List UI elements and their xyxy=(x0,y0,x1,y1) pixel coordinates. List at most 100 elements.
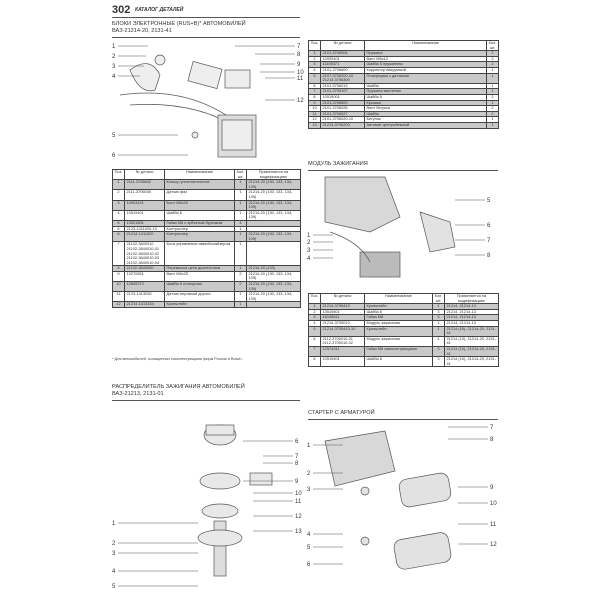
column-header: Кол. шт. xyxy=(234,168,247,181)
section-title-blocks: БЛОКИ ЭЛЕКТРОННЫЕ (RUS+B)* АВТОМОБИЛЕЙ В… xyxy=(112,21,246,35)
name-cell: Блок управления иммобилайзером xyxy=(164,241,235,267)
title-line: РАСПРЕДЕЛИТЕЛЬ ЗАЖИГАНИЯ АВТОМОБИЛЕЙ xyxy=(112,384,245,390)
callout-number: 4 xyxy=(112,74,116,80)
callout-number: 6 xyxy=(487,223,491,229)
part-number-cell: 12574311 xyxy=(320,345,365,358)
callout-number: 11 xyxy=(297,76,304,82)
name-cell: Гайка М6 самоконтрящаяся xyxy=(364,345,433,358)
callout-number: 7 xyxy=(295,454,299,460)
callout-number: 12 xyxy=(297,98,304,104)
part-number-cell: 10519401 xyxy=(124,209,165,221)
callout-number: 2 xyxy=(307,240,311,246)
callout-number: 3 xyxy=(307,487,311,493)
callout-number: 10 xyxy=(297,70,304,76)
quantity-cell: 1 xyxy=(234,291,247,303)
callout-number: 3 xyxy=(112,551,116,557)
running-title: КАТАЛОГ ДЕТАЛЕЙ xyxy=(135,7,184,13)
title-line: ВАЗ-21213, 2131-01 xyxy=(112,391,164,397)
quantity-cell: 1 xyxy=(486,72,499,84)
quantity-cell: 1 xyxy=(234,231,247,243)
callout-number: 5 xyxy=(112,133,116,139)
position-cell: 11 xyxy=(112,291,125,303)
quantity-cell: 2 xyxy=(234,281,247,293)
name-cell: Контроллер xyxy=(164,231,235,243)
applicability-cell: 21214-20 (130, 133, 134, 139) xyxy=(246,189,301,201)
callout-number: 1 xyxy=(307,233,311,239)
name-cell: Кольцо уплотнительное xyxy=(164,179,235,191)
divider xyxy=(112,37,300,38)
applicability-cell: 21214 (10), 21214-20, 2131-41 xyxy=(444,335,499,347)
callout-number: 5 xyxy=(487,198,491,204)
column-header: Поз. xyxy=(308,39,321,52)
position-cell: 6 xyxy=(112,231,125,243)
divider xyxy=(112,400,300,401)
name-cell: Винт М6х25 xyxy=(164,270,235,283)
name-cell: Шайба 6 xyxy=(164,209,235,221)
quantity-cell: 1 xyxy=(486,99,499,107)
part-number-cell: 21214-1411020 xyxy=(124,231,165,243)
position-cell: 4 xyxy=(112,209,125,221)
column-header: Кол. шт. xyxy=(432,292,445,305)
column-header: Поз. xyxy=(112,168,125,181)
callout-number: 4 xyxy=(307,532,311,538)
applicability-cell: 21214-20 (130, 133, 134, 139) xyxy=(246,281,301,293)
quantity-cell: 1 xyxy=(234,301,247,308)
quantity-cell: 1 xyxy=(234,179,247,191)
position-cell: 8 xyxy=(308,356,321,368)
name-cell: Кронштейн xyxy=(164,301,235,308)
quantity-cell: 1 xyxy=(432,325,445,337)
quantity-cell: 3 xyxy=(432,356,445,368)
callout-number: 1 xyxy=(112,521,116,527)
callout-number: 12 xyxy=(295,514,302,520)
title-line: ВАЗ-21214-20, 2131-41 xyxy=(112,28,172,34)
callout-number: 11 xyxy=(295,499,302,505)
part-number-cell: 2112-3705010-01 2112-3705010-02 xyxy=(320,335,365,347)
column-header: Поз. xyxy=(308,292,321,305)
part-number-cell: 10903421 xyxy=(124,199,165,211)
position-cell: 12 xyxy=(112,301,125,308)
position-cell: 6 xyxy=(308,335,321,347)
position-cell: 7 xyxy=(112,241,125,267)
callout-number: 9 xyxy=(295,479,299,485)
applicability-cell: 21214-20 (130, 133, 134, 139) xyxy=(246,231,301,243)
section-title-starter: СТАРТЕР С АРМАТУРОЙ xyxy=(308,410,375,416)
callout-number: 2 xyxy=(112,541,116,547)
quantity-cell: 2 xyxy=(486,105,499,112)
callout-number: 5 xyxy=(112,584,116,590)
name-cell: Шайба 6 стопорная xyxy=(164,281,235,293)
part-number-cell: 13270651 xyxy=(124,270,165,283)
quantity-cell: 3 xyxy=(432,345,445,358)
applicability-cell: 21214-20 (130, 133, 134, 139) xyxy=(246,199,301,211)
applicability-cell: 21214-20 (130, 133, 134, 139) xyxy=(246,209,301,221)
callout-number: 11 xyxy=(490,522,497,528)
position-cell: 13 xyxy=(308,121,321,129)
quantity-cell: 1 xyxy=(486,116,499,123)
part-number-cell: 2111-3706040 xyxy=(124,189,165,201)
part-number-cell: 2107-3706200-10 21213-3706300 xyxy=(320,72,365,84)
part-number-cell: 12605370 xyxy=(124,281,165,293)
applicability-cell: 21214, 21214-13 xyxy=(444,314,499,321)
column-header: Наименование xyxy=(164,168,235,181)
position-cell: 7 xyxy=(308,345,321,358)
callout-number: 9 xyxy=(297,62,301,68)
callout-number: 13 xyxy=(295,529,302,535)
column-header: № детали xyxy=(320,39,365,52)
